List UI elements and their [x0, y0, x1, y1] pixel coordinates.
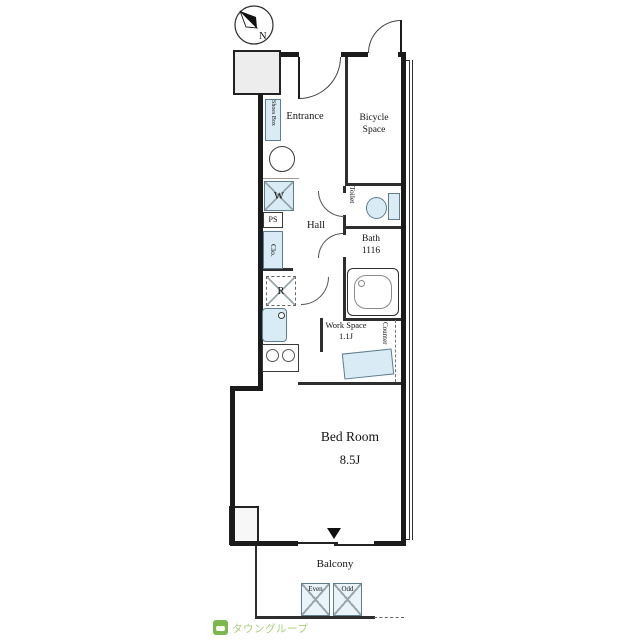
bath-label: Bath 1116: [349, 233, 393, 258]
direction-marker-icon: [327, 528, 341, 539]
wall-segment: [230, 541, 298, 546]
counter-label: Counter: [381, 322, 390, 345]
interior-wall: [343, 318, 401, 321]
faucet: [278, 312, 285, 319]
toilet-tank: [388, 193, 400, 220]
sliding-sash-left: [298, 542, 338, 544]
toilet-door-arc: [318, 191, 344, 217]
wall-segment: [258, 93, 263, 389]
interior-wall: [345, 57, 348, 185]
refrigerator-label: R: [277, 285, 285, 297]
wall-segment: [230, 386, 235, 546]
entrance-step-line: [263, 178, 299, 179]
wall-segment: [374, 541, 406, 546]
bicycle-door-arc: [368, 20, 401, 53]
interior-wall: [320, 318, 323, 352]
burner-left: [266, 349, 279, 362]
sliding-sash-right: [334, 544, 374, 546]
shoes-box-label: Shoes Box: [269, 100, 276, 126]
closet: Clo.: [263, 231, 283, 269]
wall-segment: [281, 52, 299, 57]
toilet-bowl: [366, 197, 387, 219]
counter-edge-line: [395, 320, 396, 382]
outer-boundary-line: [409, 60, 413, 540]
balcony-wall: [255, 546, 257, 618]
balcony-unit-odd: Odd: [333, 583, 362, 616]
compass-north-label: N: [259, 31, 267, 42]
bed-room-label: Bed Room: [320, 429, 380, 444]
interior-wall: [343, 186, 346, 193]
refrigerator: R: [266, 276, 296, 306]
watermark-car-shape: [216, 626, 225, 631]
compass-rose-icon: [234, 5, 274, 45]
balcony-dashed-edge: [374, 617, 404, 618]
washing-machine: W: [264, 181, 294, 211]
balcony-unit-even: Even: [301, 583, 330, 616]
bath-drain: [358, 280, 365, 287]
entrance-label: Entrance: [286, 111, 324, 122]
interior-wall: [263, 268, 293, 271]
boundary-tick-top: [405, 60, 410, 61]
vanity-sink: [269, 146, 295, 172]
entrance-door-leaf: [298, 57, 300, 99]
washing-machine-label: W: [273, 189, 285, 202]
hall-label: Hall: [306, 220, 326, 231]
balcony-label: Balcony: [316, 558, 354, 570]
work-space-label: Work Space 1.1J: [323, 320, 369, 342]
burner-right: [282, 349, 295, 362]
interior-wall: [298, 382, 401, 385]
workspace-door-arc: [301, 277, 329, 305]
interior-wall: [343, 226, 401, 229]
shoes-box: [265, 99, 281, 141]
wall-segment: [341, 52, 368, 57]
bath-name: Bath: [362, 234, 380, 244]
work-space-size: 1.1J: [339, 331, 353, 342]
structural-column-top: [233, 50, 281, 95]
entrance-door-arc: [299, 57, 341, 99]
watermark-logo-icon: [213, 620, 228, 635]
compass: N: [233, 4, 275, 46]
bathtub-inner: [354, 275, 392, 309]
bath-size: 1116: [361, 246, 381, 257]
balcony-unit-odd-label: Odd: [341, 585, 354, 593]
bed-room-size-label: 8.5J: [339, 453, 361, 467]
bath-door-arc: [318, 233, 343, 258]
wall-segment: [401, 52, 406, 546]
work-space-name: Work Space: [325, 320, 367, 330]
boundary-tick-bottom: [405, 539, 410, 540]
interior-wall: [343, 257, 346, 320]
wall-segment: [230, 386, 263, 391]
balcony-unit-even-label: Even: [308, 585, 323, 593]
pipe-space-label: PS: [268, 214, 278, 224]
bicycle-door-leaf: [400, 20, 402, 53]
closet-label: Clo.: [268, 243, 278, 257]
watermark-text: タウングループ: [232, 623, 309, 635]
interior-wall: [343, 215, 346, 228]
toilet-label: Toilet: [347, 186, 357, 204]
balcony-wall: [255, 616, 375, 619]
interior-wall: [345, 183, 401, 186]
pipe-space: PS: [263, 212, 283, 228]
bicycle-space-label: Bicycle Space: [359, 113, 389, 136]
interior-wall: [343, 229, 346, 235]
